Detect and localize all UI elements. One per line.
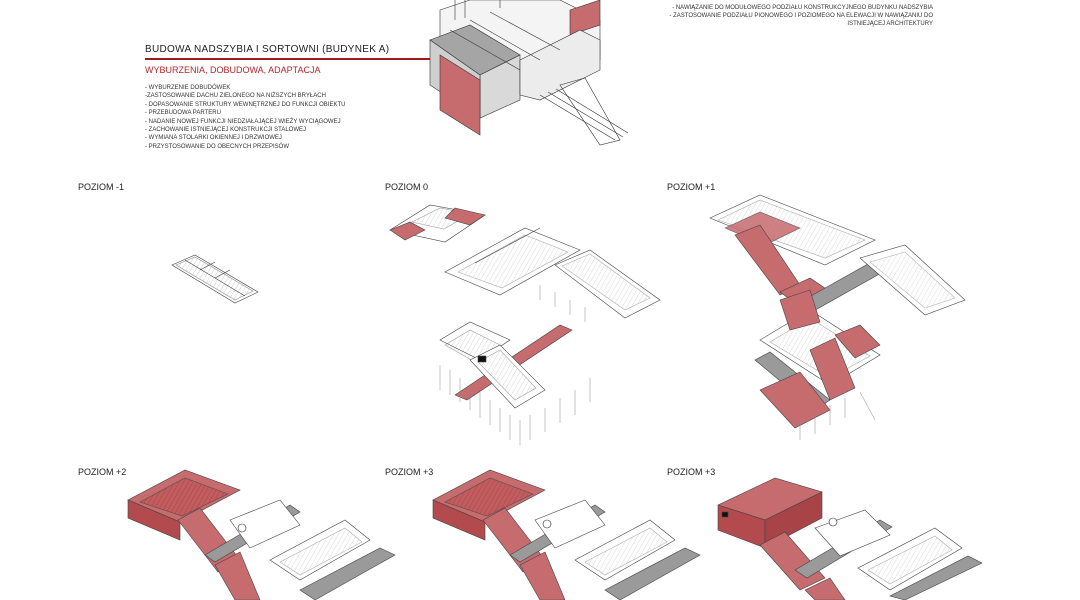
design-note: - DOPASOWANIE STRUKTURY WEWNĘTRZNEJ DO F… [145, 101, 346, 108]
design-note: - WYBURZENIE DOBUDÓWEK [145, 85, 231, 91]
plan-level-plus-1 [709, 194, 966, 440]
level-label-minus-1: POZIOM -1 [78, 182, 125, 192]
design-notes-list: - WYBURZENIE DOBUDÓWEK -ZASTOSOWANIE DAC… [145, 84, 345, 151]
design-note: - PRZYSTOSOWANIE DO OBECNYCH PRZEPISÓW [145, 143, 290, 150]
plan-level-plus-3 [432, 469, 701, 600]
level-label-plus-2: POZIOM +2 [78, 467, 127, 477]
level-label-0: POZIOM 0 [385, 182, 429, 192]
design-note: - NADANIE NOWEJ FUNKCJI NIEDZIAŁAJĄCEJ W… [145, 118, 341, 125]
elevation-note: - ZASTOSOWANIE PODZIAŁU PIONOWEGO I POZI… [669, 13, 933, 28]
level-label-plus-3: POZIOM +3 [385, 467, 434, 477]
title-underline [145, 58, 457, 60]
design-note: -ZASTOSOWANIE DACHU ZIELONEGO NA NIŻSZYC… [145, 93, 326, 100]
design-note: - WYMIANA STOLARKI OKIENNEJ I DRZWIOWEJ [145, 135, 282, 142]
elevation-note: - NAWIĄZANIE DO MODUŁOWEGO PODZIAŁU KONS… [672, 5, 933, 11]
level-label-plus-3-roof: POZIOM +3 [667, 467, 716, 477]
plan-level-0 [389, 204, 661, 445]
level-label-plus-1: POZIOM +1 [667, 182, 716, 192]
page-title: BUDOWA NADSZYBIA I SORTOWNI (BUDYNEK A) [145, 44, 390, 55]
plan-level-minus-1 [171, 254, 259, 304]
shaft-building-axonometry [429, 0, 629, 146]
plan-level-plus-2 [127, 469, 396, 600]
page-subtitle: WYBURZENIA, DOBUDOWA, ADAPTACJA [145, 65, 321, 75]
design-note: - ZACHOWANIE ISTNIEJĄCEJ KONSTRUKCJI STA… [145, 127, 307, 134]
elevation-notes: - NAWIĄZANIE DO MODUŁOWEGO PODZIAŁU KONS… [633, 4, 933, 29]
design-note: - PRZEBUDOWA PARTERU [145, 110, 221, 117]
plan-level-plus-3-roof [717, 477, 983, 600]
